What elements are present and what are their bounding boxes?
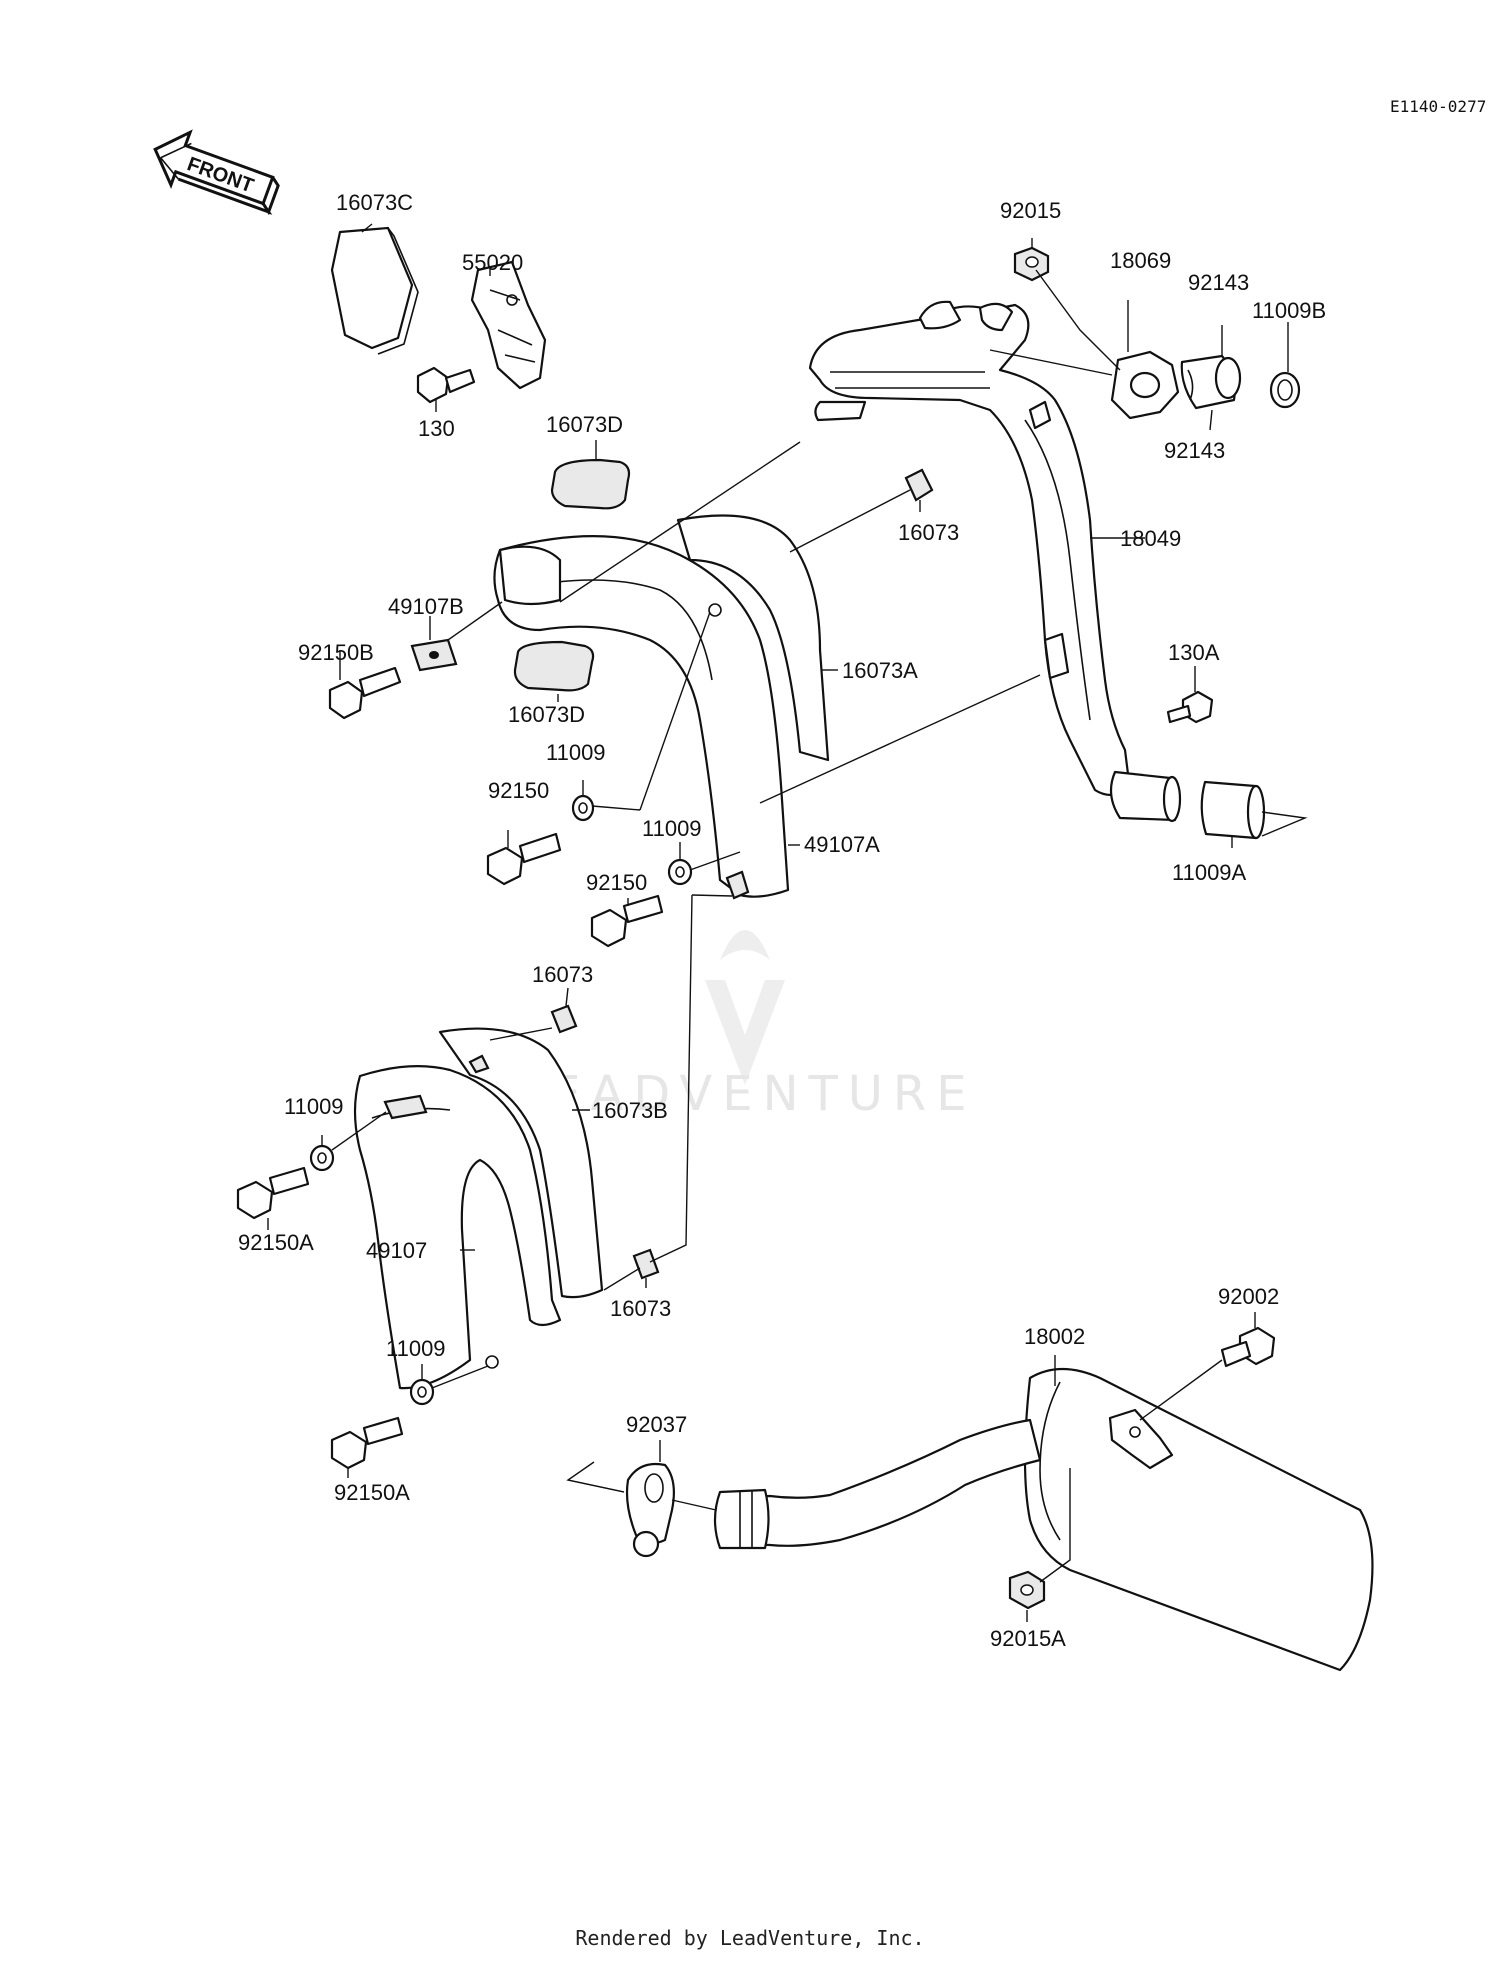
- part-16073D-bottom-pad: [513, 640, 595, 692]
- label-16073-c: 16073: [610, 1296, 671, 1321]
- part-16073-clip-a: [904, 468, 934, 502]
- label-18069: 18069: [1110, 248, 1171, 273]
- label-49107B: 49107B: [388, 594, 464, 619]
- part-18002-muffler: [713, 1368, 1374, 1672]
- label-11009-c: 11009: [284, 1094, 344, 1119]
- label-11009-a: 11009: [546, 740, 606, 765]
- label-49107A: 49107A: [804, 832, 880, 857]
- label-18002: 18002: [1024, 1324, 1085, 1349]
- part-92150-bolt-b: [590, 894, 664, 948]
- part-92015-nut: [1013, 246, 1050, 282]
- part-16073B-shield-liner: [438, 1027, 604, 1299]
- label-16073D-bottom: 16073D: [508, 702, 585, 727]
- label-92015A: 92015A: [990, 1626, 1066, 1651]
- label-92143-top: 92143: [1188, 270, 1249, 295]
- label-16073C: 16073C: [336, 190, 413, 215]
- part-49107-heat-shield: [353, 1065, 562, 1390]
- label-92143-bottom: 92143: [1164, 438, 1225, 463]
- part-16073-clip-b: [550, 1004, 578, 1034]
- part-92037-clamp: [625, 1462, 675, 1558]
- label-92150-b: 92150: [586, 870, 647, 895]
- label-16073D-top: 16073D: [546, 412, 623, 437]
- label-55020: 55020: [462, 250, 523, 275]
- label-11009-b: 11009: [642, 816, 702, 841]
- part-11009-washer-c: [309, 1144, 335, 1172]
- part-16073C-cover-plate: [330, 226, 419, 355]
- part-labels: 16073C 55020 130 16073D 92015 18069 9214…: [238, 190, 1326, 1651]
- label-92037: 92037: [626, 1412, 687, 1437]
- part-92143-collar: [1180, 354, 1242, 410]
- label-11009A: 11009A: [1172, 860, 1247, 885]
- part-130-bolt: [416, 366, 476, 404]
- part-11009-washer-d: [409, 1378, 435, 1406]
- part-18069-flange: [1110, 350, 1180, 420]
- leader-lines: [267, 223, 1308, 1622]
- part-92150A-bolt-a: [236, 1166, 310, 1220]
- part-11009-washer-b: [667, 858, 693, 886]
- footer-credit: Rendered by LeadVenture, Inc.: [575, 1926, 924, 1950]
- label-16073-a: 16073: [898, 520, 959, 545]
- part-92150A-bolt-b: [330, 1416, 404, 1470]
- label-16073A: 16073A: [842, 658, 918, 683]
- part-16073A-shield-liner: [676, 514, 830, 762]
- part-11009B-gasket: [1269, 371, 1301, 409]
- label-49107: 49107: [366, 1238, 427, 1263]
- part-49107B-clamp: [410, 638, 458, 672]
- label-92150-a: 92150: [488, 778, 549, 803]
- label-11009-d: 11009: [386, 1336, 446, 1361]
- label-130: 130: [418, 416, 455, 441]
- watermark: LEADVENTURE: [513, 930, 976, 1122]
- label-130A: 130A: [1168, 640, 1220, 665]
- part-18049-exhaust-header: [808, 300, 1182, 823]
- part-130A-bolt: [1166, 690, 1214, 724]
- label-92150A-a: 92150A: [238, 1230, 314, 1255]
- label-92002: 92002: [1218, 1284, 1279, 1309]
- label-92150B: 92150B: [298, 640, 374, 665]
- part-11009-washer-a: [571, 794, 595, 822]
- part-92150-bolt-a: [486, 832, 562, 886]
- label-92150A-b: 92150A: [334, 1480, 410, 1505]
- part-55020-bracket: [470, 260, 547, 390]
- part-92150B-bolt: [328, 666, 402, 720]
- part-16073D-top-pad: [550, 458, 631, 510]
- part-11009A-sleeve: [1200, 780, 1266, 840]
- label-11009B: 11009B: [1252, 298, 1326, 323]
- part-16073-clip-c: [632, 1248, 660, 1280]
- diagram-code: E1140-0277: [1390, 97, 1486, 116]
- label-92015: 92015: [1000, 198, 1061, 223]
- front-arrow-icon: FRONT: [153, 129, 280, 216]
- watermark-text: LEADVENTURE: [513, 1066, 976, 1122]
- label-18049: 18049: [1120, 526, 1181, 551]
- label-16073B: 16073B: [592, 1098, 668, 1123]
- part-92002-bolt: [1220, 1326, 1276, 1368]
- label-16073-b: 16073: [532, 962, 593, 987]
- part-92015A-nut: [1008, 1570, 1046, 1610]
